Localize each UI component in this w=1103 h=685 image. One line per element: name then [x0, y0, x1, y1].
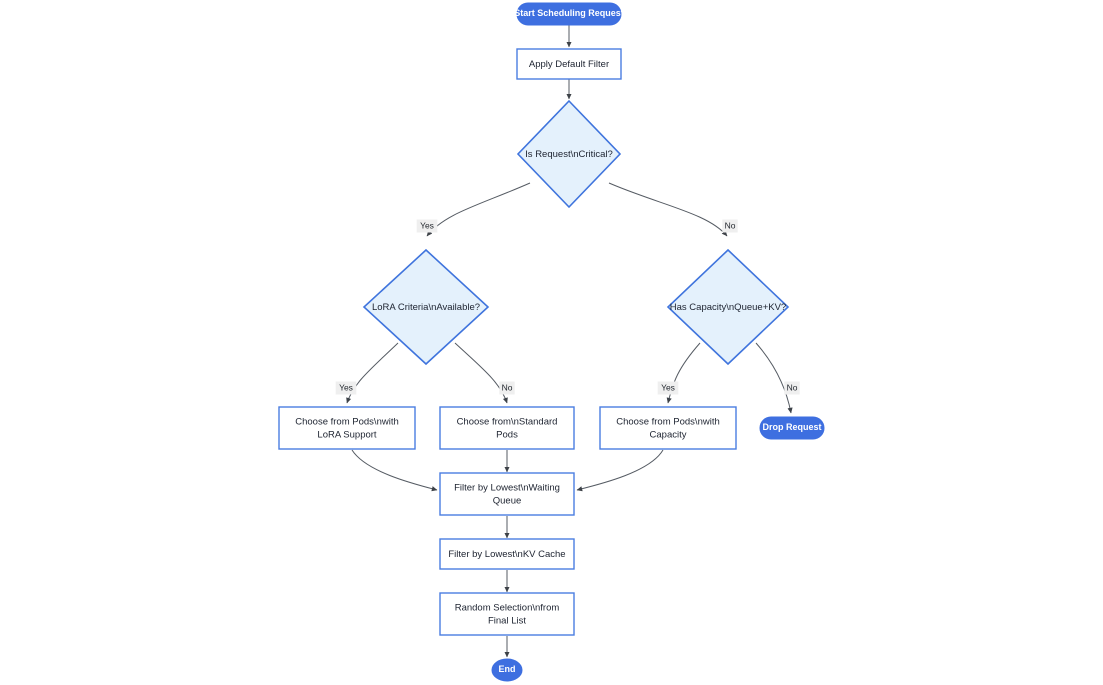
edge-label-background [657, 381, 679, 395]
edge-label-background [499, 381, 515, 395]
edge-label-e5: Yes [335, 381, 357, 395]
flow-node-has_capacity[interactable]: Has Capacity\nQueue+KV? [666, 248, 790, 366]
edge-label-background [335, 381, 357, 395]
node-shape-rect [439, 472, 575, 516]
edge-label-e3: Yes [416, 219, 438, 233]
edge-label-text: No [787, 382, 798, 392]
edge-label-text: Yes [420, 220, 434, 230]
node-shape-diamond [516, 99, 622, 209]
node-shape-rect [516, 48, 622, 80]
flow-node-drop_request[interactable]: Drop Request [759, 416, 825, 440]
flow-node-lora_criteria[interactable]: LoRA Criteria\nAvailable? [362, 248, 490, 366]
flow-edge [755, 342, 793, 414]
node-shape-rect [278, 406, 416, 450]
node-label: LoRA Criteria\nAvailable? [372, 302, 480, 313]
edge-label-text: Yes [661, 382, 675, 392]
flow-node-is_critical[interactable]: Is Request\nCritical? [516, 99, 622, 209]
flow-edge [576, 449, 664, 492]
flow-edge [454, 342, 508, 404]
edge-label-text: No [725, 220, 736, 230]
node-label: Filter by Lowest\nKV Cache [448, 549, 565, 560]
edge-label-e6: No [499, 381, 515, 395]
node-label: Drop Request [762, 422, 821, 432]
flow-edge [351, 449, 438, 492]
flow-node-filter_kv[interactable]: Filter by Lowest\nKV Cache [439, 538, 575, 570]
flow-edge [426, 182, 531, 237]
edges-layer [346, 25, 793, 658]
node-label: End [499, 664, 516, 674]
node-shape-rect [439, 538, 575, 570]
edge-label-background [416, 219, 438, 233]
edge-label-text: No [502, 382, 513, 392]
node-shape-rect [599, 406, 737, 450]
node-shape-diamond [362, 248, 490, 366]
node-label: Has Capacity\nQueue+KV? [670, 302, 786, 313]
flow-edge [608, 182, 728, 237]
node-shape-rect [439, 592, 575, 636]
node-shape-stadium [759, 416, 825, 440]
edge-label-e7: Yes [657, 381, 679, 395]
flow-node-end[interactable]: End [491, 658, 523, 682]
edge-label-e4: No [722, 219, 738, 233]
flow-edge [666, 342, 701, 404]
edge-label-background [784, 381, 800, 395]
flow-node-start[interactable]: Start Scheduling Request [514, 2, 624, 26]
edge-label-text: Yes [339, 382, 353, 392]
node-label: Start Scheduling Request [514, 8, 624, 18]
edge-label-background [722, 219, 738, 233]
flow-edge [346, 342, 399, 404]
node-label: Is Request\nCritical? [525, 149, 613, 160]
flow-node-apply_filter[interactable]: Apply Default Filter [516, 48, 622, 80]
node-label: Apply Default Filter [529, 59, 609, 70]
edge-label-e8: No [784, 381, 800, 395]
node-shape-stadium [516, 2, 622, 26]
node-shape-diamond [666, 248, 790, 366]
node-shape-rect [439, 406, 575, 450]
node-shape-ellipse [491, 658, 523, 682]
